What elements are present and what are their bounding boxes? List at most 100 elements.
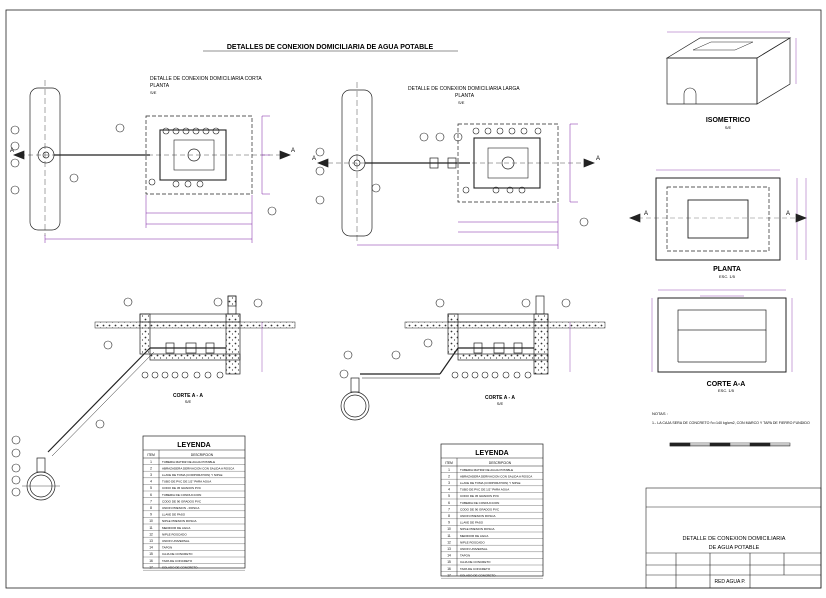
plan-short xyxy=(13,80,291,243)
legend-row-description: TAPA DE CONCRETO xyxy=(460,567,491,571)
legend-right-col-desc: DESCRIPCION xyxy=(489,461,512,465)
plan-long-scale: S/E xyxy=(458,100,465,105)
legend-row-description: CAJA DE CONCRETO xyxy=(162,552,193,556)
legend-row-item: 10 xyxy=(447,527,451,531)
notes-line-1: 1.- LA CAJA SERA DE CONCRETO f'c=140 kg/… xyxy=(652,421,810,425)
legend-row-description: SOLADO DE CONCRETO xyxy=(162,565,198,569)
legend-row-item: 3 xyxy=(448,481,450,485)
section-long-callouts xyxy=(339,298,571,379)
legend-row-description: NIPLE PRESION ROSCA xyxy=(460,527,495,531)
plan-short-a-right: A xyxy=(291,148,295,154)
corte-scale: ESC. 1/5 xyxy=(718,388,735,393)
legend-row-description: TAPON xyxy=(162,546,172,550)
legend-row-description: NIPLE ROSCADO xyxy=(162,532,187,536)
plan-long-a-left: A xyxy=(312,156,316,162)
plan-short-scale: S/E xyxy=(150,90,157,95)
legend-row-item: 6 xyxy=(150,493,152,497)
section-short xyxy=(22,295,296,501)
title-block-project-line-1: DETALLE DE CONEXION DOMICILIARIA xyxy=(683,536,786,542)
title-block-sheet-code: RED AGUA P. xyxy=(714,579,745,585)
legend-left-col-desc: DESCRIPCION xyxy=(191,453,214,457)
plan-long-a-right: A xyxy=(596,156,600,162)
legend-row-item: 11 xyxy=(149,526,153,530)
legend-row-item: 1 xyxy=(448,468,450,472)
plan-long xyxy=(317,82,595,249)
plan-long-subtitle: PLANTA xyxy=(455,93,475,99)
legend-row-item: 8 xyxy=(448,514,450,518)
isometric-scale: S/E xyxy=(725,125,732,130)
legend-row-description: ABRAZADERA DERIVACION CON SALIDA A ROSCA xyxy=(162,466,234,470)
legend-row-item: 4 xyxy=(150,480,152,484)
corte-right xyxy=(651,289,793,373)
legend-row-item: 9 xyxy=(150,513,152,517)
legend-row-item: 17 xyxy=(149,565,153,569)
legend-row-item: 9 xyxy=(448,521,450,525)
legend-row-item: 17 xyxy=(447,573,451,577)
plan-short-callouts xyxy=(10,123,277,216)
legend-row-item: 15 xyxy=(149,552,153,556)
legend-row-item: 13 xyxy=(149,539,153,543)
plan-long-callouts xyxy=(315,127,589,227)
plan-short-title: DETALLE DE CONEXION DOMICILIARIA CORTA xyxy=(150,76,262,82)
planta-a-left: A xyxy=(644,211,648,217)
sheet-title: DETALLES DE CONEXION DOMICILIARIA DE AGU… xyxy=(227,44,434,51)
legend-row-description: MEDIDOR DE AGUA xyxy=(460,534,488,538)
planta-right xyxy=(629,169,807,261)
legend-row-description: NIPLE ROSCADO xyxy=(460,540,485,544)
legend-row-item: 14 xyxy=(447,554,451,558)
title-block xyxy=(645,487,822,589)
legend-row-item: 1 xyxy=(150,460,152,464)
planta-title: PLANTA xyxy=(713,266,741,273)
section-short-scale: S/E xyxy=(185,399,192,404)
legend-row-item: 8 xyxy=(150,506,152,510)
legend-row-item: 15 xyxy=(447,560,451,564)
legend-right-col-item: ITEM xyxy=(445,461,453,465)
legend-row-description: CODO DE 45 GRADOS PVC xyxy=(162,486,202,490)
legend-left-col-item: ITEM xyxy=(147,453,155,457)
legend-row-description: CODO DE 90 GRADOS PVC xyxy=(460,507,500,511)
legend-row-description: NIPLE PRESION ROSCA xyxy=(162,519,197,523)
legend-row-description: TAPA DE CONCRETO xyxy=(162,559,193,563)
legend-left-title: LEYENDA xyxy=(177,442,210,449)
isometric-title: ISOMETRICO xyxy=(706,117,751,124)
corte-title: CORTE A-A xyxy=(707,381,746,388)
legend-row-item: 6 xyxy=(448,501,450,505)
plan-short-subtitle: PLANTA xyxy=(150,83,170,89)
planta-scale: ESC. 1/5 xyxy=(719,274,736,279)
legend-row-item: 5 xyxy=(448,494,450,498)
legend-row-item: 13 xyxy=(447,547,451,551)
legend-row-description: TUBO DE PVC DE 1/2" PARA AGUA xyxy=(460,488,509,492)
graphic-scale xyxy=(669,442,791,447)
legend-row-description: UNION UNIVERSAL xyxy=(460,547,488,551)
legend-row-description: LLAVE DE PASO xyxy=(162,513,186,517)
legend-row-description: LLAVE DE TOMA (CORPORATION) Y NIPLE xyxy=(460,481,521,485)
legend-row-item: 7 xyxy=(448,507,450,511)
legend-row-description: TUBERIA MATRIZ DE AGUA POTABLE xyxy=(162,460,215,464)
section-long-scale: S/E xyxy=(497,401,504,406)
legend-row-item: 4 xyxy=(448,488,450,492)
legend-row-item: 16 xyxy=(447,567,451,571)
section-long-title: CORTE A - A xyxy=(485,395,515,401)
isometric-box xyxy=(665,31,797,105)
legend-left: LEYENDA ITEM DESCRIPCION 1 TUBERIA MATRIZ… xyxy=(142,435,246,571)
legend-row-description: UNION PRESION ROSCA xyxy=(460,514,496,518)
section-short-callouts xyxy=(11,297,263,497)
legend-row-description: TUBO DE PVC DE 1/2" PARA AGUA xyxy=(162,480,211,484)
legend-row-item: 7 xyxy=(150,499,152,503)
planta-a-right: A xyxy=(786,211,790,217)
legend-row-item: 10 xyxy=(149,519,153,523)
legend-row-description: CAJA DE CONCRETO xyxy=(460,560,491,564)
legend-row-description: TAPON xyxy=(460,554,470,558)
box-outline xyxy=(145,115,253,195)
legend-row-description: TUBERIA DE CONDUCCION xyxy=(162,493,201,497)
legend-right-title: LEYENDA xyxy=(475,450,508,457)
sheet-border xyxy=(5,9,822,589)
legend-row-item: 14 xyxy=(149,546,153,550)
legend-row-item: 3 xyxy=(150,473,152,477)
legend-row-item: 5 xyxy=(150,486,152,490)
legend-row-description: UNION UNIVERSAL xyxy=(162,539,190,543)
legend-row-description: LLAVE DE TOMA (CORPORATION) Y NIPLE xyxy=(162,473,223,477)
